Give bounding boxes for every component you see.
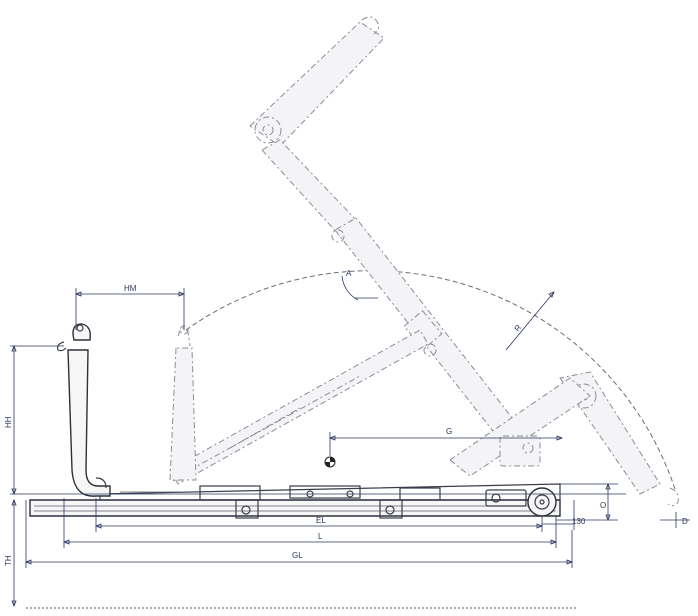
- cylinder-extended-ghost: [169, 329, 429, 485]
- dimension-130: 130: [542, 500, 586, 530]
- arm-raised-ghost: [249, 16, 521, 441]
- dimension-g: G: [328, 427, 564, 456]
- dimension-label-g: G: [446, 427, 452, 436]
- dimension-label-o: O: [600, 501, 606, 510]
- dimension-th: TH: [4, 498, 17, 608]
- dimension-label-hm: HM: [124, 284, 137, 293]
- dimension-hm: HM: [74, 284, 186, 330]
- dimension-label-d: D: [682, 517, 688, 526]
- dimension-label-angle: A: [346, 269, 352, 278]
- hook-icon: [57, 324, 84, 352]
- dimension-d: D: [660, 512, 690, 528]
- dimension-l: L: [62, 498, 558, 548]
- dimension-r: R: [505, 291, 555, 351]
- dimension-o: O: [556, 482, 618, 522]
- dimension-label-th: TH: [4, 555, 13, 566]
- dimension-hh: HH: [4, 344, 64, 496]
- rear-roller: [485, 487, 557, 517]
- dimension-el: EL: [94, 498, 544, 532]
- arm-tilted-ghost: [449, 371, 679, 507]
- hook-arm: [67, 323, 111, 497]
- dimension-label-r: R: [513, 323, 524, 333]
- dimension-label-gl: GL: [292, 551, 303, 560]
- hook-arm-upright-ghost: [169, 325, 197, 481]
- dimension-gl: GL: [24, 500, 574, 568]
- dimension-label-l: L: [318, 532, 323, 541]
- dimension-angle: A: [341, 269, 378, 301]
- dimension-label-hh: HH: [4, 416, 13, 428]
- swing-radius-arc: [185, 270, 677, 493]
- center-of-gravity-icon: [324, 456, 336, 468]
- dimension-label-el: EL: [316, 516, 326, 525]
- dimension-label-130: 130: [572, 517, 586, 526]
